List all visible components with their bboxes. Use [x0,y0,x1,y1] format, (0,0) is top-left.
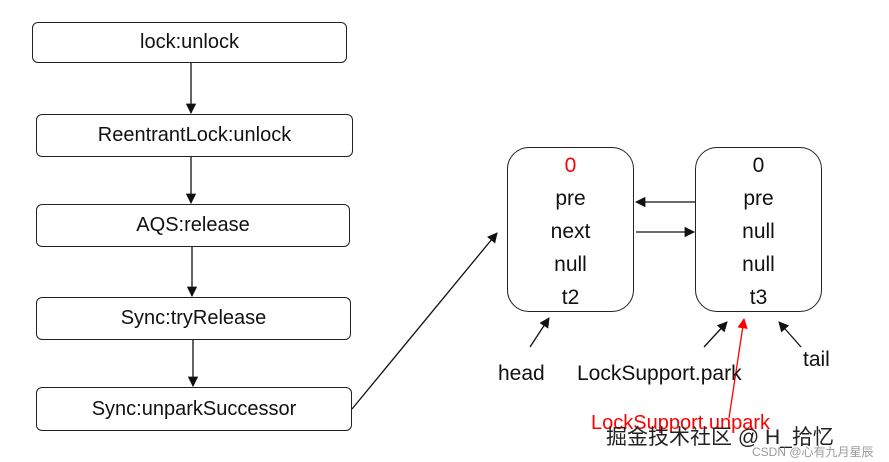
step-lock-unlock: lock:unlock [32,22,347,63]
node-thread: t2 [561,286,580,309]
queue-node-tail: 0 pre null null t3 [695,147,822,312]
node-prev: pre [743,187,774,210]
node-field-null: null [554,253,587,276]
head-label: head [498,362,545,385]
node-next: null [742,220,775,243]
head-arrow [529,317,550,348]
step-sync-unparksuccessor: Sync:unparkSuccessor [36,387,352,431]
locksupport-unpark-label: LockSupport.unpark [591,412,771,434]
node-waitstatus: 0 [564,154,577,177]
park-arrow [703,321,728,348]
node-thread: t3 [749,286,768,309]
locksupport-park-label: LockSupport.park [577,362,742,385]
queue-node-head: 0 pre next null t2 [507,147,634,312]
step-reentrantlock-unlock: ReentrantLock:unlock [36,114,353,157]
step-label: lock:unlock [140,31,239,53]
node-next: next [550,220,591,243]
node-prev: pre [555,187,586,210]
successor-arrow [351,232,498,410]
node-waitstatus: 0 [752,154,765,177]
node-field-null: null [742,253,775,276]
tail-label: tail [803,348,830,371]
watermark-main: 掘金技术社区 @ H_拾忆 [606,426,834,449]
step-label: AQS:release [136,214,250,236]
step-sync-tryrelease: Sync:tryRelease [36,297,351,340]
watermark-sub: CSDN @心有九月星辰 [752,445,874,459]
unpark-arrow [728,317,748,419]
step-label: Sync:tryRelease [120,307,267,329]
step-aqs-release: AQS:release [36,204,350,247]
step-label: Sync:unparkSuccessor [91,397,297,420]
step-label: ReentrantLock:unlock [97,124,292,146]
tail-arrow [778,321,802,348]
